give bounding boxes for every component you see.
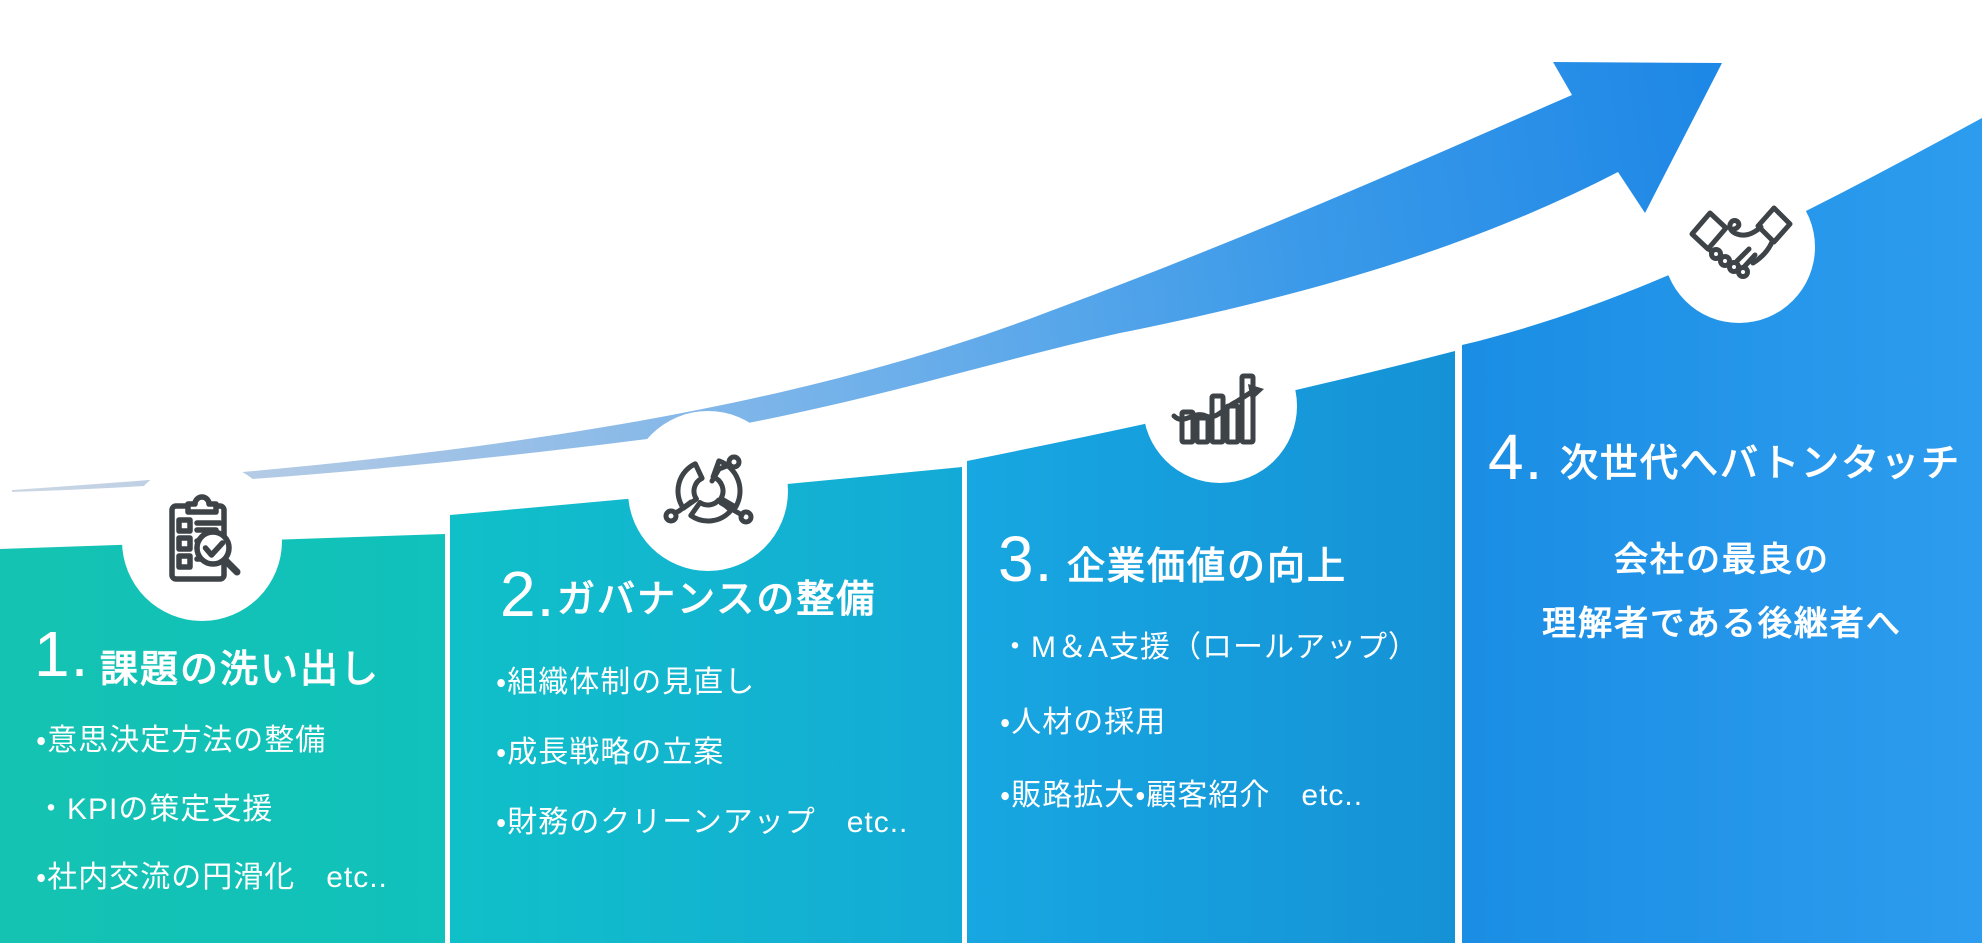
step-3-circle (1143, 329, 1297, 483)
step-1-number: 1. (34, 618, 90, 690)
step-1-bullet: ・意思決定方法の整備 (36, 724, 327, 757)
step-4-title: 次世代へバトンタッチ (1560, 443, 1962, 485)
step-4-description-line: 理解者である後継者へ (1542, 605, 1902, 643)
growth-arrow (12, 62, 1722, 492)
handshake-icon (1689, 205, 1793, 279)
step-2-bullet: ・組織体制の見直し (496, 666, 756, 699)
step-2-bullet: ・成長戦略の立案 (496, 736, 725, 769)
step-1-title: 課題の洗い出し (100, 649, 381, 691)
panel-3-shape (967, 351, 1455, 943)
step-4-circle (1663, 171, 1815, 323)
step-2-bullet: ・財務のクリーンアップ etc.. (496, 806, 909, 839)
panel-1-shape (0, 534, 445, 943)
panel-2-shape (450, 467, 962, 943)
segmented-chart-icon (663, 454, 754, 525)
step-4-description-line: 会社の最良の (1614, 541, 1830, 579)
checklist-magnifier-icon (169, 494, 241, 582)
step-4-description: 会社の最良の 理解者である後継者へ (1462, 528, 1982, 656)
step-3-bullet: ・販路拡大・顧客紹介 etc.. (1000, 779, 1364, 812)
panel-4-shape (1462, 118, 1982, 943)
step-2-circle (628, 411, 788, 571)
step-3-bullet: ・M＆A支援（ロールアップ） (1000, 631, 1419, 664)
step-1-bullet: ・社内交流の円滑化 etc.. (36, 861, 388, 894)
step-3-bullet: ・人材の採用 (1000, 706, 1167, 739)
bar-chart-growth-icon (1171, 373, 1264, 445)
step-2-number: 2. (500, 558, 556, 630)
step-3-title: 企業価値の向上 (1067, 546, 1348, 588)
step-1-bullet: ・KPIの策定支援 (36, 793, 274, 826)
step-4-number: 4. (1488, 421, 1544, 493)
step-3-number: 3. (998, 523, 1054, 595)
step-2-title: ガバナンスの整備 (557, 579, 877, 621)
